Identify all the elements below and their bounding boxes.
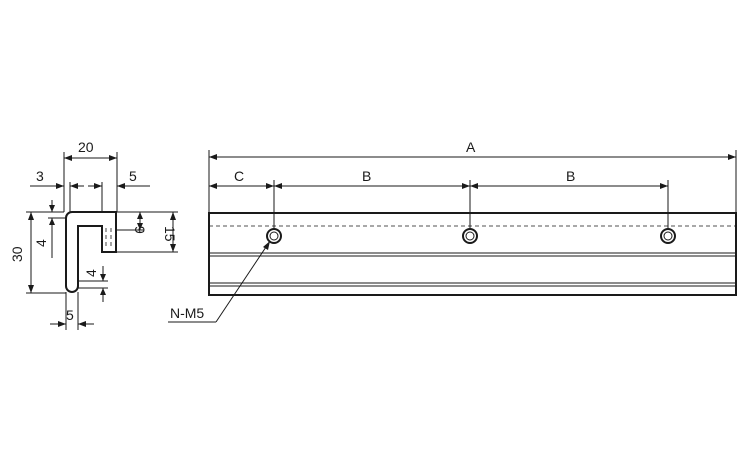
arrowhead	[100, 274, 106, 281]
dim-5-base-label: 5	[66, 307, 74, 323]
arrowhead	[94, 183, 102, 189]
mounting-hole	[266, 228, 282, 244]
mounting-hole	[462, 228, 478, 244]
arrowhead	[263, 241, 270, 250]
dim-4-top-label: 4	[33, 239, 49, 247]
mounting-hole	[660, 228, 676, 244]
dim-c-label: C	[234, 168, 244, 184]
arrowhead	[170, 212, 176, 220]
arrowhead	[28, 285, 34, 293]
arrowhead	[462, 183, 470, 189]
arrowhead	[137, 212, 143, 219]
leader-line	[215, 240, 271, 323]
dim-b1-label: B	[362, 168, 371, 184]
rail-view: A C B B N-M5	[168, 139, 737, 323]
arrowhead	[64, 155, 72, 161]
dim-5-top-label: 5	[129, 168, 137, 184]
arrowhead	[209, 183, 217, 189]
arrowhead	[100, 288, 106, 295]
arrowhead	[70, 183, 78, 189]
arrowhead	[78, 321, 86, 327]
arrowhead	[266, 183, 274, 189]
arrowhead	[274, 183, 282, 189]
dim-9-label: 9	[132, 226, 148, 234]
arrowhead	[56, 183, 64, 189]
arrowhead	[728, 154, 736, 160]
arrowhead	[49, 218, 55, 225]
arrowhead	[137, 223, 143, 230]
arrowhead	[49, 205, 55, 212]
rail-body	[208, 212, 737, 296]
dim-b2-label: B	[566, 168, 575, 184]
arrowhead	[170, 244, 176, 252]
dim-a-label: A	[466, 139, 476, 155]
arrowhead	[28, 212, 34, 220]
profile-view: 20 3 5 30 4 9	[9, 139, 178, 330]
arrowhead	[660, 183, 668, 189]
dim-30-label: 30	[9, 246, 25, 262]
arrowhead	[109, 155, 117, 161]
hole-callout-label: N-M5	[170, 305, 204, 321]
profile-outline	[65, 211, 117, 293]
arrowhead	[209, 154, 217, 160]
arrowhead	[117, 183, 125, 189]
dim-15-label: 15	[162, 226, 178, 242]
dim-3-label: 3	[36, 168, 44, 184]
arrowhead	[470, 183, 478, 189]
arrowhead	[58, 321, 66, 327]
dim-4-bottom-label: 4	[83, 269, 99, 277]
dim-20-label: 20	[78, 139, 94, 155]
